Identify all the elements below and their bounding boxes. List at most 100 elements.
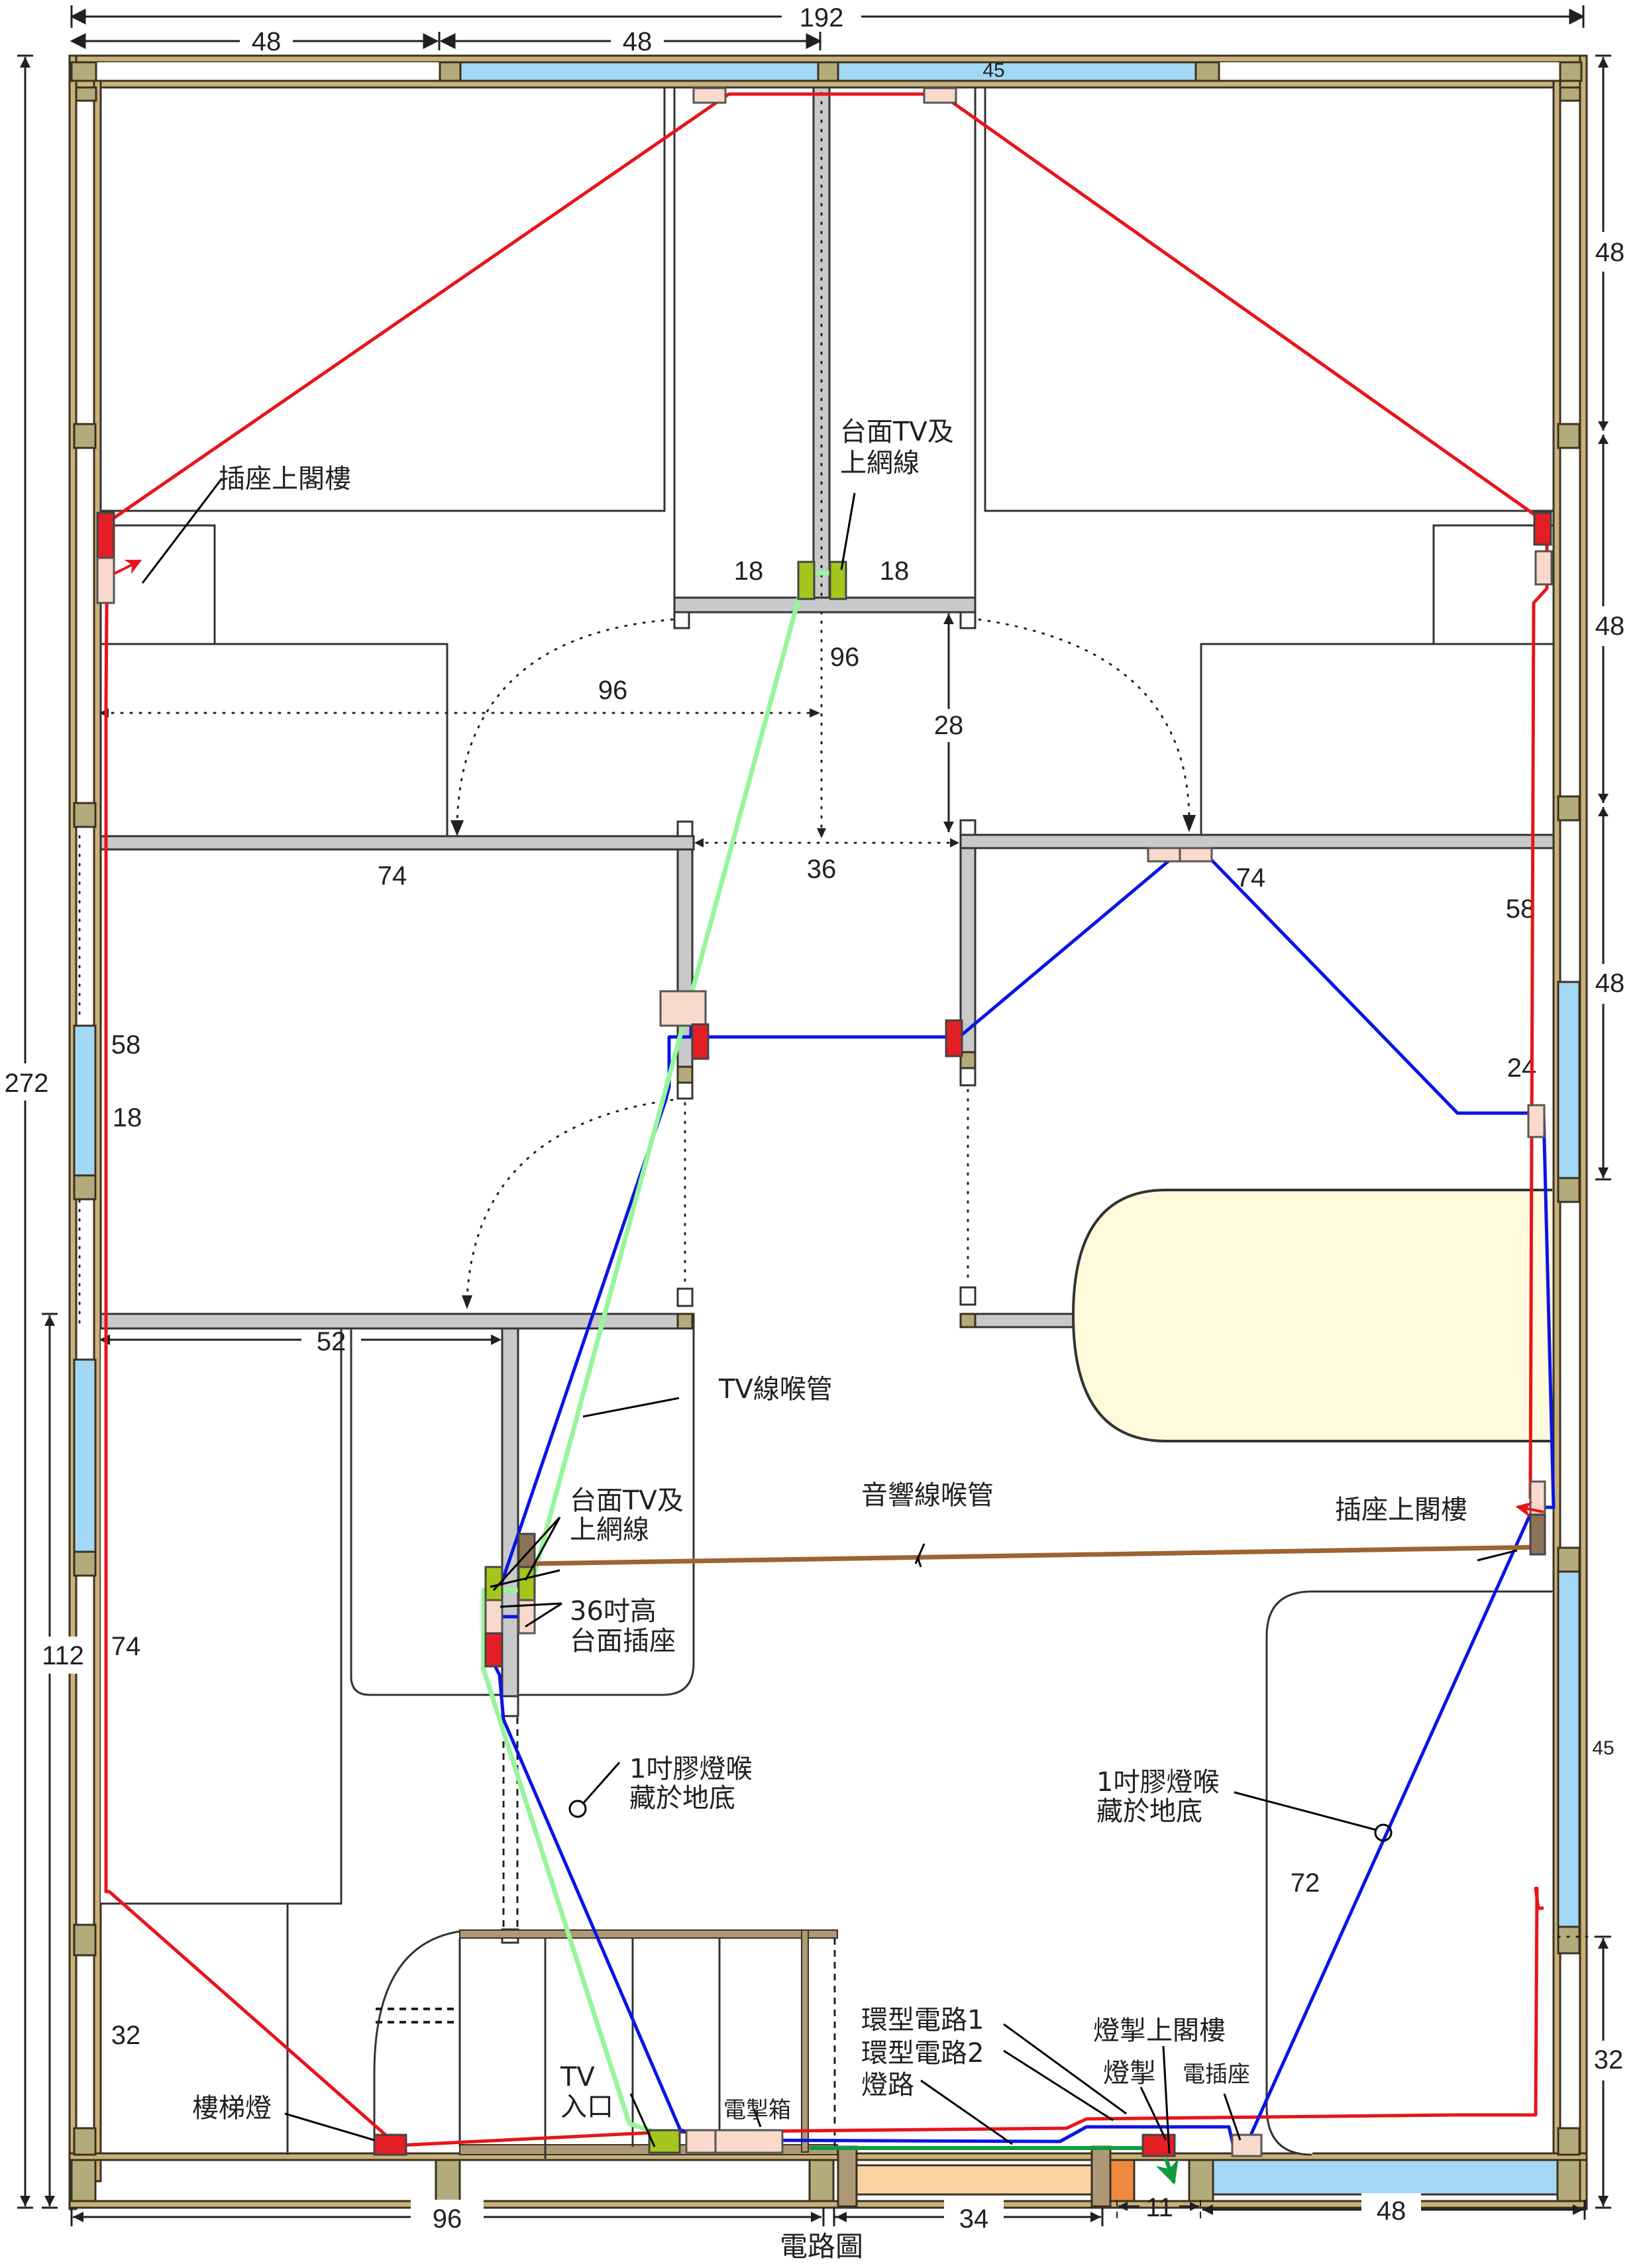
dim-right-bottom: 32 [1594, 2045, 1624, 2075]
label-power-outlet: 電插座 [1183, 2061, 1250, 2088]
dim-left-74: 74 [111, 1632, 141, 1661]
tv-entry-box [648, 2129, 681, 2154]
label-tv-entry-2: 入口 [560, 2092, 613, 2122]
audio-conduit-wire [533, 1544, 1539, 1566]
left-cabinet [101, 1327, 343, 1905]
switch-counter [484, 1632, 503, 1668]
label-tv-net-mid-1: 台面TV及 [570, 1485, 684, 1516]
interior-walls [99, 819, 1555, 1944]
label-audio-conduit: 音響線喉管 [861, 1480, 994, 1511]
sofa [1071, 1189, 1552, 1442]
dim-mid-52: 52 [317, 1327, 346, 1356]
center-counter [350, 1328, 695, 1696]
outlet-left-loft [96, 557, 115, 604]
label-switch-loft: 燈掣上閣樓 [1093, 2016, 1226, 2046]
living-furniture [101, 1189, 1554, 2156]
label-pvc-left-2: 藏於地底 [629, 1783, 735, 1813]
dim-stairs-32: 32 [111, 2021, 141, 2050]
dim-room-depth: 96 [830, 643, 860, 672]
label-tv-entry-1: TV [560, 2062, 595, 2092]
window-left-1 [73, 1024, 97, 1177]
left-wall-openings [73, 423, 97, 2156]
bottom-dimensions: 96 34 11 48 電路圖 [70, 2193, 1586, 2263]
window-right-1 [1557, 981, 1581, 1179]
dim-corridor: 28 [934, 711, 964, 740]
outlet-right-loft [1534, 550, 1553, 586]
label-outlet-loft-left: 插座上閣樓 [219, 464, 351, 494]
dim-left-18: 18 [113, 1103, 142, 1132]
desk-right [1200, 643, 1555, 837]
switch-loft-arrow [1155, 2158, 1179, 2185]
label-outlet-loft-right: 插座上閣樓 [1335, 1495, 1467, 1525]
dim-right-72: 72 [1291, 1868, 1320, 1898]
outlet-mid-wall [659, 990, 707, 1027]
orange-block [1109, 2159, 1136, 2202]
stair-light-switch [373, 2133, 407, 2156]
dim-top-overall: 192 [800, 3, 844, 32]
window-top-1 [459, 61, 820, 82]
label-ring-circuit-2: 環型電路2 [861, 2038, 984, 2069]
bed-right [984, 86, 1555, 512]
label-tv-net-mid-2: 上網線 [570, 1515, 649, 1545]
label-tv-conduit: TV線喉管 [718, 1374, 833, 1405]
tv-conduit-wire [481, 570, 838, 2139]
drawing-title: 電路圖 [780, 2230, 863, 2263]
dim-right-58: 58 [1506, 894, 1536, 924]
dim-bottom-gap: 11 [1145, 2193, 1173, 2222]
top-dimensions: 192 48 48 [70, 0, 1585, 56]
entrance-door-threshold [853, 2164, 1094, 2196]
dim-right-window: 45 [1592, 1737, 1614, 1759]
top-wall-openings: 45 [70, 60, 1583, 102]
pvc-marker-right [1374, 1823, 1393, 1842]
outlet-center-right-2 [1179, 847, 1213, 863]
label-tv-net-top-2: 上網線 [840, 448, 920, 478]
window-top-2 [837, 61, 1197, 82]
window-left-2 [73, 1358, 97, 1553]
nightstand-left [99, 524, 216, 645]
dim-right-1: 48 [1595, 238, 1625, 267]
top-rooms: 18 18 [99, 86, 1555, 837]
bed-left [99, 86, 666, 512]
panel-box [685, 2129, 784, 2154]
dim-bottom-left: 96 [433, 2204, 462, 2234]
label-light-circuit: 燈路 [861, 2070, 914, 2100]
label-switch: 燈掣 [1103, 2058, 1156, 2088]
power-outlet [1231, 2133, 1263, 2157]
pvc-marker-left [568, 1800, 587, 1818]
dim-left-58: 58 [111, 1030, 141, 1059]
label-panel-box: 電掣箱 [723, 2097, 791, 2124]
outlet-top-right [923, 87, 957, 104]
right-counter [1265, 1590, 1554, 2156]
devices [96, 87, 1553, 2157]
tv-box-top-left [797, 561, 816, 600]
switch-mid-wall-left [691, 1023, 710, 1060]
dim-bottom-door: 34 [959, 2204, 989, 2234]
ring-circuit-2-wire [492, 854, 1556, 2149]
dim-center-18-left: 18 [734, 557, 764, 586]
dim-top-mid: 48 [623, 27, 653, 56]
label-pvc-left-1: 1吋膠燈喉 [629, 1754, 752, 1784]
label-tv-net-top-1: 台面TV及 [840, 417, 954, 447]
tv-box-top-right [829, 561, 847, 600]
dim-bottom-right: 48 [1377, 2196, 1406, 2226]
dim-wall-74-left: 74 [378, 861, 407, 891]
dim-top-left: 48 [252, 27, 282, 56]
label-ring-circuit-1: 環型電路1 [861, 2005, 984, 2035]
counter-outlet-left [484, 1599, 503, 1635]
audio-box [517, 1533, 536, 1568]
dim-wall-74-right: 74 [1236, 863, 1266, 892]
label-counter-outlet-1: 36吋高 [570, 1596, 657, 1627]
dim-door: 36 [807, 855, 837, 884]
window-right-2 [1557, 1570, 1581, 1928]
dim-center-18-right: 18 [880, 557, 910, 586]
window-bottom [1212, 2159, 1559, 2196]
dim-top-window: 45 [982, 60, 1004, 81]
label-stair-light: 樓梯燈 [192, 2093, 272, 2124]
labels: 插座上閣樓 台面TV及 上網線 TV線喉管 台面TV及 上網線 音響線喉管 36… [192, 417, 1467, 2124]
switch-right-loft [1533, 512, 1552, 546]
label-pvc-right-2: 藏於地底 [1096, 1796, 1202, 1827]
interior-dimensions: 96 96 28 36 74 74 58 18 58 24 52 74 32 7… [99, 611, 1536, 2050]
right-wall-openings: 45 [1557, 423, 1614, 2156]
dim-left-lower: 112 [42, 1641, 84, 1670]
dim-left-overall: 272 [5, 1069, 49, 1098]
